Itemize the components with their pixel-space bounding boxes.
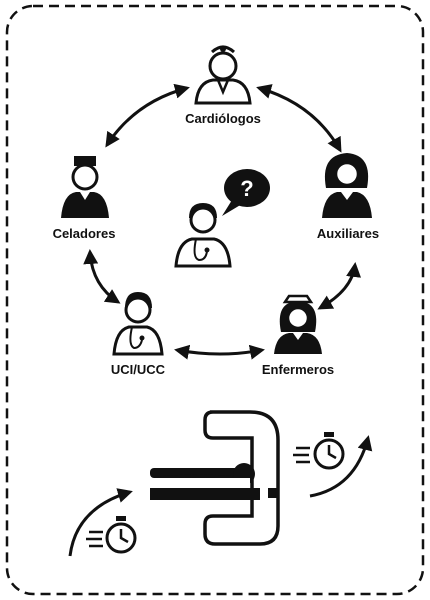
arrow-cardiologos-auxiliares bbox=[256, 84, 342, 153]
stopwatch-icon bbox=[293, 432, 345, 470]
arrow-celadores-uci bbox=[83, 249, 121, 304]
dashed-border bbox=[5, 4, 425, 596]
assistant-figure bbox=[322, 153, 372, 218]
label-celadores: Celadores bbox=[53, 226, 116, 241]
doctor-icon bbox=[194, 45, 252, 105]
label-uci-ucc: UCI/UCC bbox=[111, 362, 166, 377]
c-arm-scanner-icon bbox=[150, 410, 280, 546]
nurse-icon bbox=[274, 294, 322, 354]
orderly-icon bbox=[61, 156, 109, 218]
arrow-left-up bbox=[68, 488, 133, 557]
stopwatch-icon bbox=[86, 516, 137, 554]
label-cardiologos: Cardiólogos bbox=[185, 111, 261, 126]
center-doctor-figure: ? bbox=[174, 169, 270, 268]
question-mark: ? bbox=[240, 176, 253, 201]
assistant-icon bbox=[322, 153, 372, 218]
cardiologist-figure bbox=[194, 45, 252, 105]
orderly-figure bbox=[61, 156, 109, 218]
arrow-auxiliares-enfermeros bbox=[317, 262, 362, 310]
arrow-uci-enfermeros bbox=[174, 344, 265, 360]
speech-bubble-icon: ? bbox=[222, 169, 270, 216]
label-enfermeros: Enfermeros bbox=[262, 362, 334, 377]
label-auxiliares: Auxiliares bbox=[317, 226, 379, 241]
arrow-right-up bbox=[309, 435, 373, 498]
relationship-arrows bbox=[83, 83, 362, 360]
doctor-icon bbox=[174, 203, 232, 268]
nurse-figure bbox=[274, 294, 322, 354]
arrow-cardiologos-celadores bbox=[105, 83, 190, 148]
doctor-icon bbox=[112, 292, 164, 356]
icu-doctor-figure bbox=[112, 292, 164, 356]
